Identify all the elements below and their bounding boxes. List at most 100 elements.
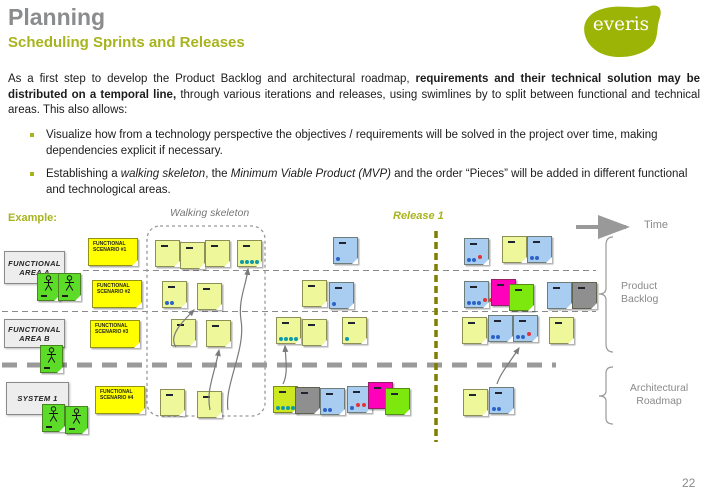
note-text-scribble — [166, 394, 173, 396]
scenario-note-text: FUNCTIONAL SCENARIO #3 — [95, 323, 129, 335]
sticky-note — [197, 391, 222, 418]
sticky-note — [342, 317, 367, 344]
red-dot-icon — [362, 403, 366, 407]
note-dots — [332, 302, 337, 306]
lane-box: FUNCTIONAL AREA A — [4, 251, 65, 284]
note-dots — [279, 337, 299, 341]
page-number: 22 — [682, 476, 696, 490]
dot-icon — [467, 301, 471, 305]
dot-icon — [289, 337, 293, 341]
actor-name-scribble — [41, 295, 47, 297]
bullet-square-icon — [30, 133, 34, 137]
sticky-note — [295, 387, 320, 414]
note-text-scribble — [469, 394, 476, 396]
note-text-scribble — [335, 287, 342, 289]
actor-name-scribble — [46, 426, 52, 428]
architectural-roadmap-label: Architectural Roadmap — [629, 382, 689, 407]
note-dots — [165, 301, 175, 305]
bullet-square-icon — [30, 172, 34, 176]
sticky-note — [489, 387, 514, 414]
sticky-note — [237, 240, 262, 267]
bullet-text: Establishing a walking skeleton, the Min… — [46, 168, 688, 196]
dot-icon — [281, 406, 285, 410]
note-dots — [467, 255, 483, 262]
note-text-scribble — [243, 245, 250, 247]
note-dots — [530, 256, 540, 260]
note-text-scribble — [339, 242, 346, 244]
note-text-scribble — [515, 289, 522, 291]
note-text-scribble — [212, 325, 219, 327]
note-text-scribble — [553, 287, 560, 289]
lane-box: FUNCTIONAL AREA B — [4, 319, 65, 348]
walking-skeleton-label: Walking skeleton — [170, 207, 250, 219]
note-text-scribble — [468, 322, 475, 324]
note-text-scribble — [495, 392, 502, 394]
dot-icon — [294, 337, 298, 341]
sticky-note — [302, 280, 327, 307]
note-dots — [276, 406, 296, 410]
note-text-scribble — [282, 322, 289, 324]
note-text-scribble — [533, 241, 540, 243]
intro-text: As a first step to develop the Product B… — [8, 73, 416, 85]
actor-note — [37, 273, 60, 301]
dot-icon — [477, 301, 481, 305]
note-text-scribble — [508, 241, 515, 243]
sticky-note — [572, 282, 597, 309]
red-dot-icon — [527, 332, 531, 336]
scenario-note-text: FUNCTIONAL SCENARIO #1 — [93, 241, 127, 253]
sticky-note — [197, 283, 222, 310]
dot-icon — [286, 406, 290, 410]
actor-name-scribble — [44, 367, 50, 369]
sticky-note — [547, 282, 572, 309]
intro-paragraph: As a first step to develop the Product B… — [8, 72, 700, 119]
intro-text-after: through various iterations and releases,… — [8, 88, 700, 117]
note-dots — [350, 403, 367, 410]
note-text-scribble — [308, 324, 315, 326]
dot-icon — [492, 407, 496, 411]
note-text-scribble — [470, 243, 477, 245]
note-dots — [336, 257, 341, 261]
note-text-scribble — [168, 286, 175, 288]
dot-icon — [516, 335, 520, 339]
dot-icon — [284, 337, 288, 341]
product-backlog-label: Product Backlog — [621, 280, 659, 305]
dot-icon — [240, 260, 244, 264]
stick-figure-icon — [65, 275, 74, 291]
sticky-note — [302, 319, 327, 346]
sticky-note — [488, 315, 513, 342]
note-text-scribble — [519, 320, 526, 322]
sticky-note — [502, 236, 527, 263]
dot-icon — [345, 337, 349, 341]
actor-note — [40, 345, 63, 373]
dot-icon — [497, 407, 501, 411]
sticky-note — [329, 282, 354, 309]
sticky-note — [205, 240, 230, 267]
dot-icon — [279, 337, 283, 341]
note-text-scribble — [555, 322, 562, 324]
note-text-scribble — [177, 324, 184, 326]
scenario-note: FUNCTIONAL SCENARIO #4 — [95, 386, 145, 414]
note-text-scribble — [326, 393, 333, 395]
stick-figure-icon — [47, 347, 56, 363]
bullet-list: Visualize how from a technology perspect… — [30, 128, 690, 206]
note-text-scribble — [578, 287, 585, 289]
note-text-scribble — [161, 245, 168, 247]
actor-note — [42, 404, 65, 432]
dot-icon — [467, 258, 471, 262]
sticky-note — [206, 320, 231, 347]
dot-icon — [521, 335, 525, 339]
dot-icon — [165, 301, 169, 305]
page-title: Planning — [8, 4, 106, 30]
scenario-note-text: FUNCTIONAL SCENARIO #4 — [100, 389, 134, 401]
sticky-note — [320, 388, 345, 415]
dot-icon — [491, 335, 495, 339]
dot-icon — [472, 258, 476, 262]
bullet-item: Visualize how from a technology perspect… — [30, 128, 690, 159]
sticky-note — [385, 388, 410, 415]
note-text-scribble — [301, 392, 308, 394]
dot-icon — [472, 301, 476, 305]
architectural-roadmap-bracket — [598, 366, 614, 425]
sticky-note — [513, 315, 538, 342]
note-text-scribble — [391, 393, 398, 395]
sticky-note — [462, 317, 487, 344]
